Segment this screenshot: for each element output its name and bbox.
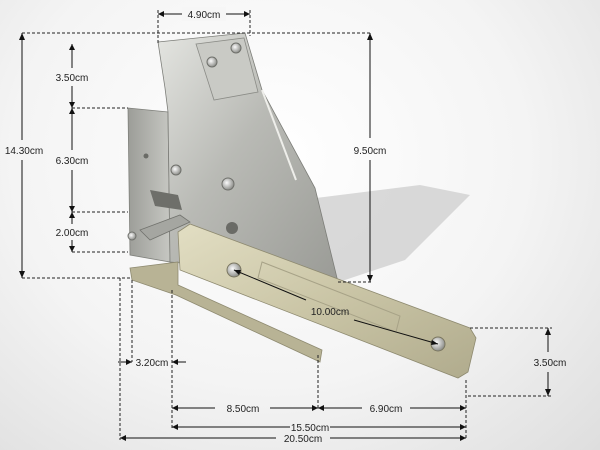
label-bar-height: 3.50cm: [534, 358, 567, 369]
screw-icon: [206, 56, 218, 68]
label-offset: 3.20cm: [136, 358, 169, 369]
label-overall-length: 20.50cm: [284, 434, 322, 445]
screw-icon: [127, 231, 137, 241]
mounting-bar: [129, 223, 477, 379]
slot-cutout: [150, 190, 182, 210]
label-arm-height: 9.50cm: [354, 146, 387, 157]
fold-highlight: [261, 89, 297, 181]
top-tab: [195, 37, 259, 101]
label-hole-spacing: 10.00cm: [311, 307, 349, 318]
label-total-height: 14.30cm: [5, 146, 43, 157]
screw-icon: [170, 164, 182, 176]
screw-icon: [221, 177, 235, 191]
bar-lower-flange: [129, 261, 323, 363]
dimension-labels: 4.90cm 3.50cm 6.30cm 2.00cm 14.30cm 9.50…: [5, 10, 567, 445]
dimension-lines: [19, 7, 552, 441]
rivet-hole-icon: [143, 153, 149, 159]
label-upper-section: 3.50cm: [56, 73, 89, 84]
label-bar-length: 15.50cm: [291, 423, 329, 434]
label-left-span: 8.50cm: [227, 404, 260, 415]
label-top-width: 4.90cm: [188, 10, 221, 21]
label-lower-section: 2.00cm: [56, 228, 89, 239]
bracket-image: [127, 32, 339, 283]
rivet-hole-icon: [226, 222, 238, 234]
bar-plate: [177, 223, 477, 379]
label-right-span: 6.90cm: [370, 404, 403, 415]
lever: [139, 214, 191, 241]
shadow: [300, 185, 470, 285]
label-middle-section: 6.30cm: [56, 156, 89, 167]
screw-icon: [230, 42, 242, 54]
